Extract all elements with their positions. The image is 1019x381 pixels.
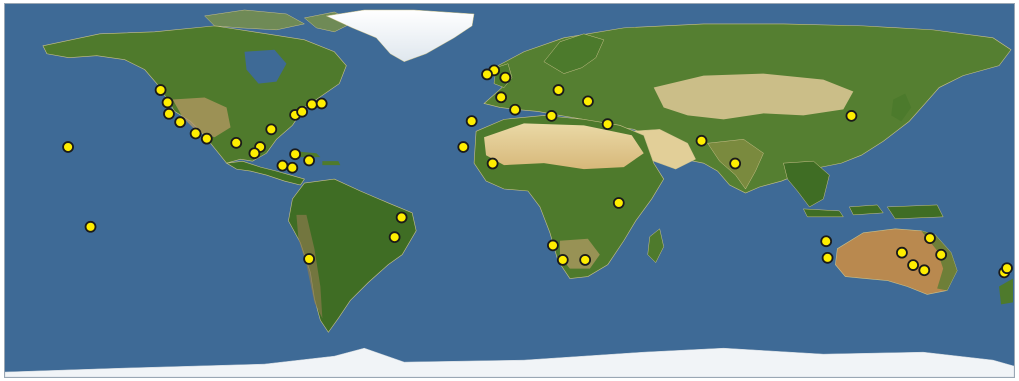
marker-layer [62, 64, 1013, 279]
location-marker[interactable] [189, 127, 202, 140]
location-marker[interactable] [499, 71, 512, 84]
central-asia-desert [653, 73, 854, 120]
hudson-bay [244, 49, 287, 84]
new-zealand [999, 278, 1014, 305]
indonesia [803, 204, 944, 220]
australia-coast-green [921, 230, 958, 291]
location-marker[interactable] [495, 91, 508, 104]
madagascar [647, 228, 664, 264]
location-marker[interactable] [457, 141, 470, 153]
location-marker[interactable] [303, 154, 315, 167]
location-marker[interactable] [395, 211, 408, 224]
location-marker[interactable] [286, 161, 299, 174]
location-marker[interactable] [265, 123, 278, 136]
location-marker[interactable] [582, 95, 594, 108]
location-marker[interactable] [935, 248, 948, 261]
japan [891, 93, 912, 122]
location-marker[interactable] [545, 110, 558, 122]
location-marker[interactable] [248, 147, 261, 160]
arctic-islands [204, 9, 355, 33]
central-america [225, 160, 305, 186]
location-marker[interactable] [612, 197, 625, 209]
location-marker[interactable] [552, 84, 565, 96]
location-marker[interactable] [579, 254, 592, 266]
location-marker[interactable] [918, 264, 931, 277]
southeast-asia [783, 160, 830, 208]
location-marker[interactable] [154, 84, 167, 96]
location-marker[interactable] [230, 136, 243, 149]
location-marker[interactable] [729, 157, 742, 170]
world-map[interactable] [4, 3, 1015, 378]
location-marker[interactable] [820, 235, 833, 248]
location-marker[interactable] [163, 107, 175, 120]
location-marker[interactable] [174, 116, 187, 129]
location-marker[interactable] [1001, 262, 1013, 275]
scandinavia [543, 33, 605, 74]
us-southwest-desert [172, 97, 231, 138]
location-marker[interactable] [907, 259, 919, 271]
location-marker[interactable] [486, 157, 499, 170]
greenland [325, 9, 475, 62]
andes-highlands [296, 214, 323, 319]
location-marker[interactable] [306, 98, 318, 111]
location-marker[interactable] [481, 68, 493, 81]
location-marker[interactable] [315, 97, 328, 110]
location-marker[interactable] [84, 220, 97, 233]
sahara-desert [484, 123, 644, 170]
location-marker[interactable] [303, 253, 315, 265]
location-marker[interactable] [276, 159, 289, 172]
location-marker[interactable] [296, 105, 308, 118]
location-marker[interactable] [161, 96, 174, 109]
antarctica [5, 347, 1014, 377]
caribbean-islands [294, 151, 341, 166]
location-marker[interactable] [821, 251, 834, 264]
location-marker[interactable] [556, 254, 569, 266]
location-marker[interactable] [845, 110, 858, 122]
location-marker[interactable] [388, 231, 401, 244]
location-marker[interactable] [896, 246, 908, 259]
location-marker[interactable] [695, 134, 708, 147]
location-marker[interactable] [289, 148, 302, 161]
location-marker[interactable] [62, 141, 74, 153]
location-marker[interactable] [200, 132, 213, 145]
location-marker[interactable] [547, 239, 559, 252]
location-marker[interactable] [465, 115, 478, 127]
location-marker[interactable] [509, 103, 521, 116]
world-map-canvas [5, 4, 1014, 377]
location-marker[interactable] [924, 232, 936, 245]
location-marker[interactable] [601, 118, 614, 131]
